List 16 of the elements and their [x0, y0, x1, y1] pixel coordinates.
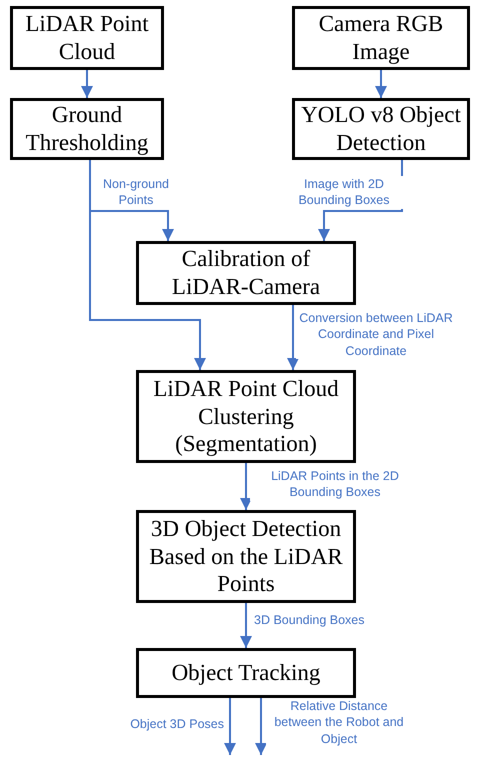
process-box: Object Tracking	[136, 648, 356, 698]
process-box: LiDAR Point Cloud Clustering (Segmentation)	[136, 370, 356, 463]
arrow	[240, 603, 252, 648]
process-box: Calibration of LiDAR-Camera	[136, 241, 356, 305]
process-box: Ground Thresholding	[10, 98, 164, 160]
process-box: Camera RGB Image	[292, 6, 470, 70]
arrow	[240, 463, 252, 510]
arrow	[255, 698, 267, 755]
arrow	[287, 305, 299, 370]
process-box: YOLO v8 Object Detection	[292, 98, 470, 160]
arrow	[89, 160, 206, 370]
arrow	[81, 70, 93, 98]
process-box: LiDAR Point Cloud	[10, 6, 164, 70]
arrow	[224, 698, 236, 755]
arrow	[375, 70, 387, 98]
process-box: 3D Object Detection Based on the LiDAR Points	[136, 510, 356, 603]
